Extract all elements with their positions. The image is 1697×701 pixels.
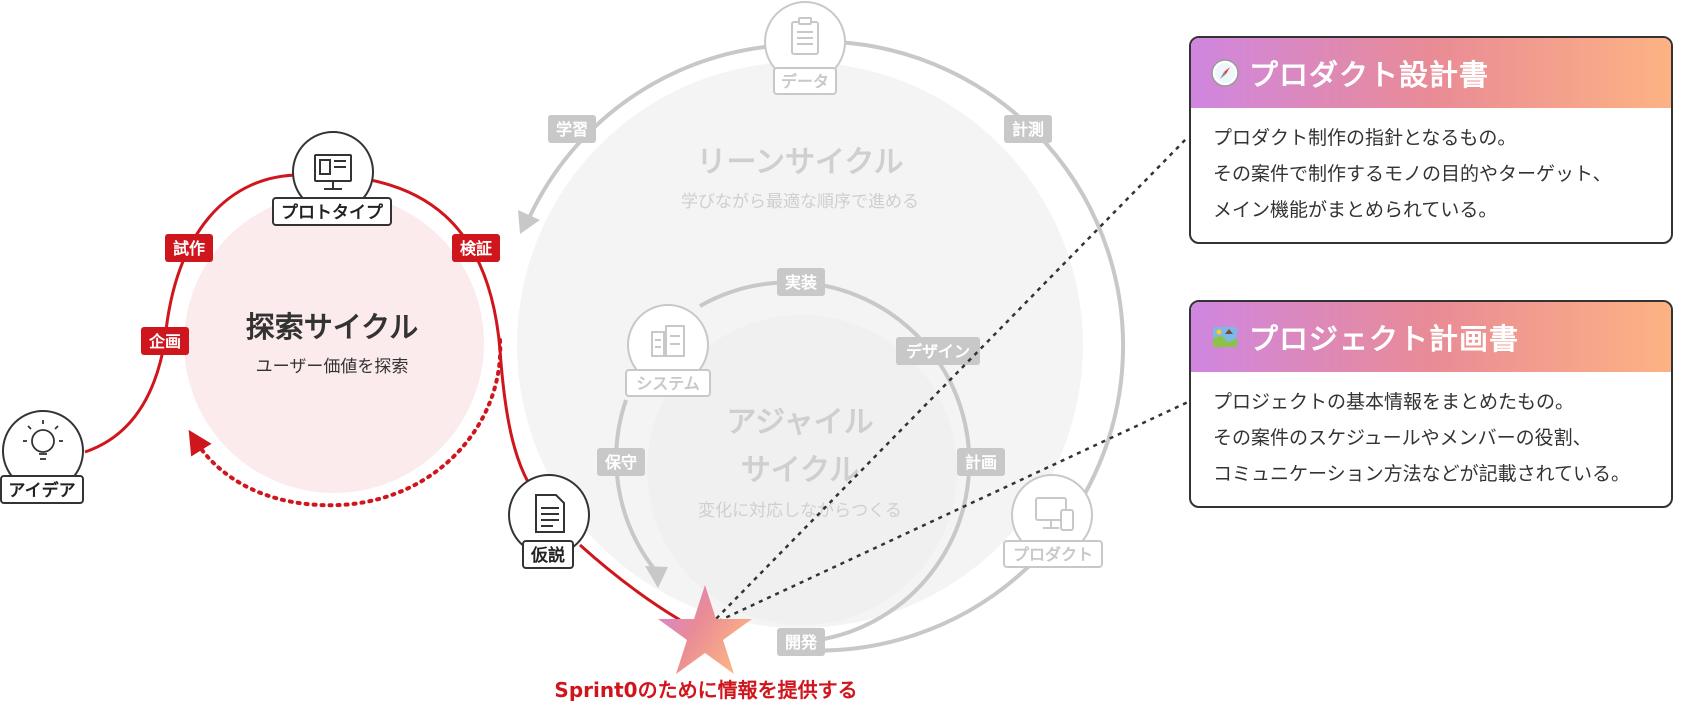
project-plan-card: プロジェクト計画書 プロジェクトの基本情報をまとめたもの。 その案件のスケジュー… <box>1189 300 1673 508</box>
svg-text:企画: 企画 <box>148 332 181 351</box>
card-line: その案件のスケジュールやメンバーの役割、 <box>1213 427 1592 449</box>
explore-cycle-fill <box>184 193 484 493</box>
svg-text:検証: 検証 <box>460 239 492 258</box>
lean-cycle-subtitle: 学びながら最適な順序で進める <box>681 192 919 212</box>
card-header: プロダクト設計書 <box>1191 38 1671 108</box>
document-icon <box>535 494 565 533</box>
node-idea: アイデア <box>0 410 84 504</box>
phase-tag-plan: 企画 <box>141 327 189 355</box>
phase-tag-implement: 実装 <box>777 268 825 296</box>
svg-text:開発: 開発 <box>785 633 818 652</box>
card-line: その案件で制作するモノの目的やターゲット、 <box>1213 163 1612 185</box>
svg-text:プロダクト: プロダクト <box>1013 545 1093 564</box>
svg-text:仮説: 仮説 <box>530 545 565 566</box>
card-title: プロダクト設計書 <box>1249 58 1490 92</box>
phase-tag-measure: 計測 <box>1004 115 1052 143</box>
explore-cycle-subtitle: ユーザー価値を探索 <box>256 357 409 377</box>
agile-arrow-head <box>645 566 668 588</box>
svg-text:プロトタイプ: プロトタイプ <box>281 202 384 223</box>
card-line: コミュニケーション方法などが記載されている。 <box>1213 463 1631 485</box>
agile-cycle-ring-left <box>614 399 657 572</box>
svg-text:アイデア: アイデア <box>8 480 75 501</box>
compass-icon <box>1211 59 1239 87</box>
node-product: プロダクト <box>1003 474 1103 568</box>
clipboard-icon <box>791 17 819 55</box>
svg-text:学習: 学習 <box>556 120 588 139</box>
lean-cycle-title: リーンサイクル <box>697 145 904 180</box>
svg-text:データ: データ <box>781 72 829 91</box>
lightbulb-icon <box>23 420 63 460</box>
connector-to-product-doc <box>709 136 1189 626</box>
lean-arrow-head <box>518 210 540 234</box>
agile-cycle-title-1: アジャイル <box>726 405 873 440</box>
explore-cycle-title: 探索サイクル <box>246 310 419 344</box>
card-body: プロジェクトの基本情報をまとめたもの。 その案件のスケジュールやメンバーの役割、… <box>1191 372 1671 506</box>
card-line: プロダクト制作の指針となるもの。 <box>1213 127 1517 149</box>
agile-cycle-fill <box>647 315 957 625</box>
phase-tag-design: デザイン <box>896 337 980 365</box>
svg-text:計測: 計測 <box>1012 120 1044 139</box>
svg-text:計画: 計画 <box>965 453 997 472</box>
sprint0-caption: Sprint0のために情報を提供する <box>554 678 857 701</box>
svg-text:デザイン: デザイン <box>906 342 970 361</box>
svg-text:保守: 保守 <box>604 453 637 472</box>
lean-cycle-ring-left <box>528 45 766 217</box>
svg-text:システム: システム <box>636 374 700 393</box>
phase-tag-develop: 開発 <box>777 628 825 656</box>
agile-cycle-title-2: サイクル <box>741 453 860 488</box>
product-design-doc-card: プロダクト設計書 プロダクト制作の指針となるもの。 その案件で制作するモノの目的… <box>1189 36 1673 244</box>
explore-to-sprint-line <box>578 543 681 622</box>
phase-tag-verify: 検証 <box>452 234 500 262</box>
devices-icon <box>1035 497 1074 531</box>
connector-to-project-plan <box>709 400 1189 627</box>
building-icon <box>651 325 685 357</box>
card-line: プロジェクトの基本情報をまとめたもの。 <box>1213 391 1575 413</box>
phase-tag-prototype-make: 試作 <box>165 234 213 262</box>
card-header: プロジェクト計画書 <box>1191 302 1671 372</box>
phase-tag-maintain: 保守 <box>597 448 645 476</box>
phase-tag-learn: 学習 <box>548 115 596 143</box>
lean-cycle-ring <box>799 40 1126 653</box>
map-icon <box>1213 327 1237 347</box>
node-hypothesis: 仮説 <box>508 474 590 569</box>
explore-return-arrow <box>188 338 503 508</box>
svg-text:試作: 試作 <box>173 239 205 258</box>
phase-tag-planning: 計画 <box>957 448 1005 476</box>
node-system: システム <box>625 304 711 397</box>
card-body: プロダクト制作の指針となるもの。 その案件で制作するモノの目的やターゲット、 メ… <box>1191 108 1671 242</box>
explore-cycle: 探索サイクル ユーザー価値を探索 <box>84 173 681 622</box>
node-data: データ <box>764 1 846 95</box>
svg-text:実装: 実装 <box>785 273 817 292</box>
monitor-icon <box>314 154 352 190</box>
node-prototype: プロトタイプ <box>272 131 392 226</box>
agile-cycle-subtitle: 変化に対応しながらつくる <box>698 501 902 521</box>
card-line: メイン機能がまとめられている。 <box>1213 199 1498 221</box>
card-title: プロジェクト計画書 <box>1249 322 1520 356</box>
sprint0-star-icon <box>658 585 752 674</box>
